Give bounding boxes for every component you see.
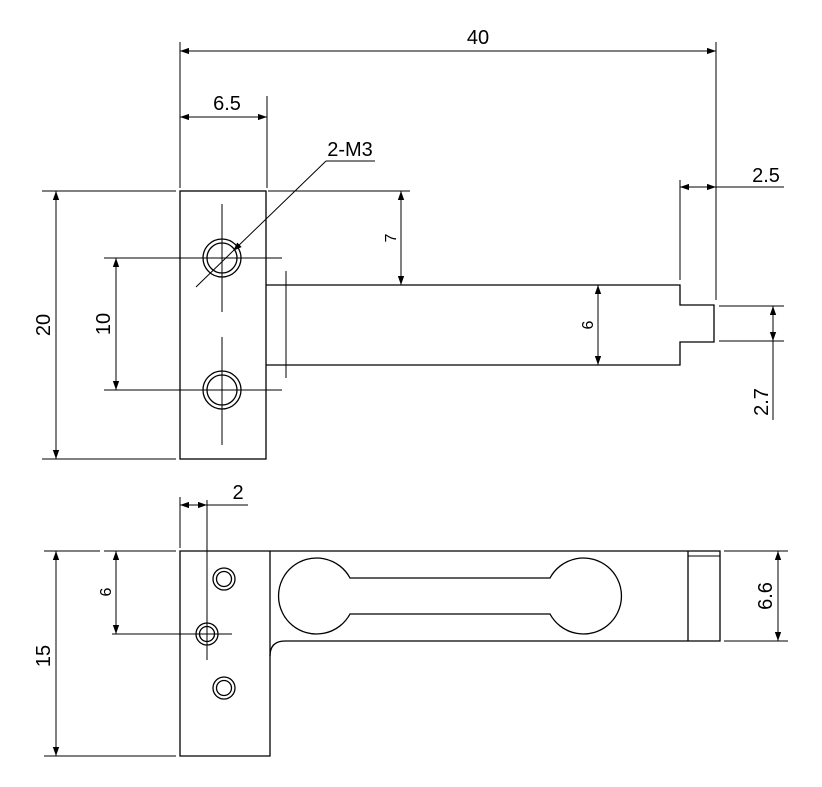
- top-view: 40 6.5 2-M3 2.5 20 10 7 6: [33, 27, 784, 460]
- side-body-outline: [179, 550, 721, 757]
- hole-lower: [160, 337, 282, 445]
- dim-6-arm-label: 6: [580, 320, 597, 329]
- dim-6-side-label: 6: [98, 587, 115, 596]
- dim-10-label: 10: [93, 313, 115, 335]
- side-hole-bottom: [212, 676, 236, 700]
- dim-6.5-label: 6.5: [213, 93, 241, 115]
- dim-7-label: 7: [383, 233, 400, 242]
- strain-gauge-cutout: [277, 557, 623, 635]
- side-view: 2 6 15 6.6: [33, 482, 788, 757]
- dim-40-label: 40: [467, 27, 489, 49]
- side-hole-middle: [112, 500, 232, 660]
- sensor-arm-top: [266, 284, 715, 366]
- dim-15-label: 15: [33, 645, 55, 667]
- hole-callout-label: 2-M3: [327, 139, 373, 161]
- dim-6.6-label: 6.6: [755, 582, 777, 610]
- hole-upper: [160, 204, 282, 312]
- dim-2.5-label: 2.5: [752, 165, 780, 187]
- dim-20-label: 20: [33, 314, 55, 336]
- hole-callout-leader: [232, 160, 327, 252]
- dim-2-label: 2: [232, 482, 243, 504]
- dim-2.7-label: 2.7: [751, 388, 773, 416]
- side-hole-top: [212, 567, 236, 591]
